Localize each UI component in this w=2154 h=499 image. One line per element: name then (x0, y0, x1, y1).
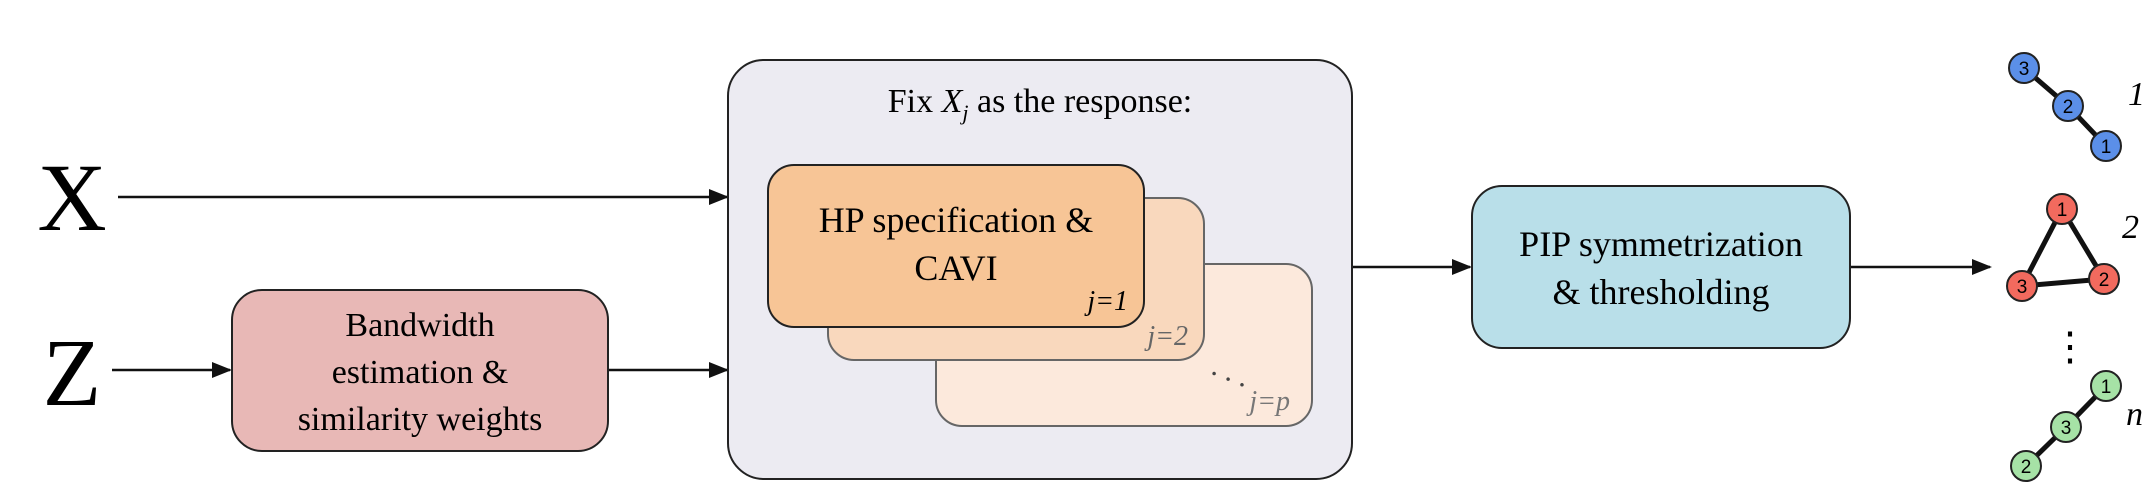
graph-n: 1 3 2 n (2010, 370, 2143, 482)
graph-n-node-a: 1 (2101, 377, 2112, 398)
z-input-label: Z (43, 319, 102, 426)
graph-1-node-c: 1 (2101, 137, 2112, 158)
pip-line-2: & thresholding (1553, 272, 1770, 312)
card-j-1-line-1: HP specification & (819, 200, 1094, 240)
pip-line-1: PIP symmetrization (1519, 224, 1803, 264)
graph-2-node-a: 1 (2057, 200, 2068, 221)
graph-n-label: n (2126, 396, 2143, 433)
graph-1-node-b: 2 (2063, 97, 2074, 118)
card-j-1-index: j=1 (1084, 286, 1128, 317)
fix-response-box: Fix Xj as the response: j=p j=2 . . . HP… (727, 59, 1353, 480)
graph-2: 1 2 3 2 (2006, 193, 2139, 302)
fix-response-title: Fix Xj as the response: (888, 83, 1193, 125)
graph-1: 3 2 1 1 (2008, 52, 2145, 162)
graph-2-label: 2 (2122, 209, 2139, 246)
card-j-1-line-2: CAVI (914, 248, 997, 288)
bandwidth-line-1: Bandwidth (345, 307, 494, 344)
graph-1-node-a: 3 (2019, 59, 2030, 80)
card-j-2-index: j=2 (1144, 321, 1188, 352)
graph-n-node-b: 3 (2061, 418, 2072, 439)
pip-box: PIP symmetrization & thresholding (1471, 185, 1851, 349)
graphs-vertical-dots: ⋮ (2050, 324, 2090, 369)
bandwidth-line-3: similarity weights (298, 401, 543, 438)
graph-n-node-c: 2 (2021, 457, 2032, 478)
bandwidth-box: Bandwidth estimation & similarity weight… (231, 289, 609, 452)
card-j-1: HP specification & CAVI j=1 (767, 164, 1145, 328)
graph-1-label: 1 (2128, 76, 2145, 113)
x-input-label: X (37, 144, 106, 251)
graph-2-node-c: 3 (2017, 277, 2028, 298)
graph-2-node-b: 2 (2099, 270, 2110, 291)
bandwidth-line-2: estimation & (332, 354, 509, 391)
card-j-p-index: j=p (1246, 386, 1290, 417)
